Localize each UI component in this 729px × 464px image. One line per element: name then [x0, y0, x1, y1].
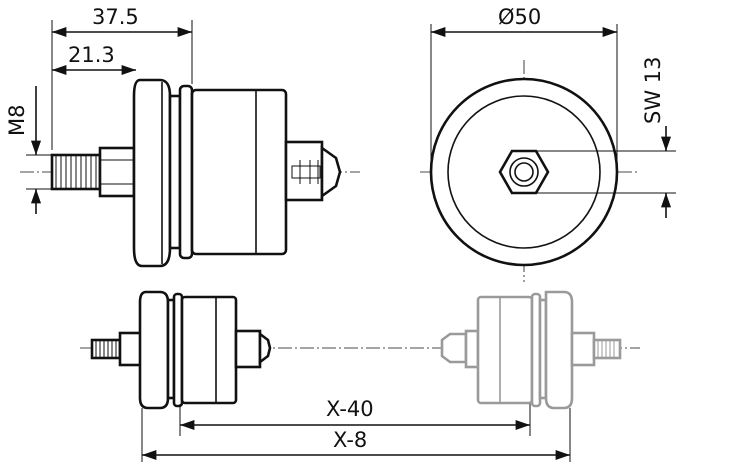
left-wheel-unit — [90, 290, 272, 410]
dim-thread-size: M8 — [5, 105, 29, 136]
dim-thread-length: 21.3 — [68, 43, 115, 67]
threaded-stud — [50, 153, 102, 191]
hex-nut — [98, 146, 136, 198]
dim-diameter: Ø50 — [498, 5, 541, 29]
flange — [132, 78, 172, 268]
dim-overall-length: 37.5 — [92, 5, 139, 29]
side-view: 37.5 21.3 M8 — [5, 5, 360, 268]
main-body — [190, 88, 288, 256]
dim-span-outer: X-8 — [333, 428, 367, 452]
front-view: Ø50 SW 13 — [420, 5, 676, 282]
spindle — [284, 140, 324, 202]
right-wheel-unit — [440, 290, 622, 410]
dim-wrench-size: SW 13 — [641, 57, 665, 125]
assembly-view: X-40 X-8 — [80, 290, 640, 462]
dim-span-inner: X-40 — [326, 397, 374, 421]
